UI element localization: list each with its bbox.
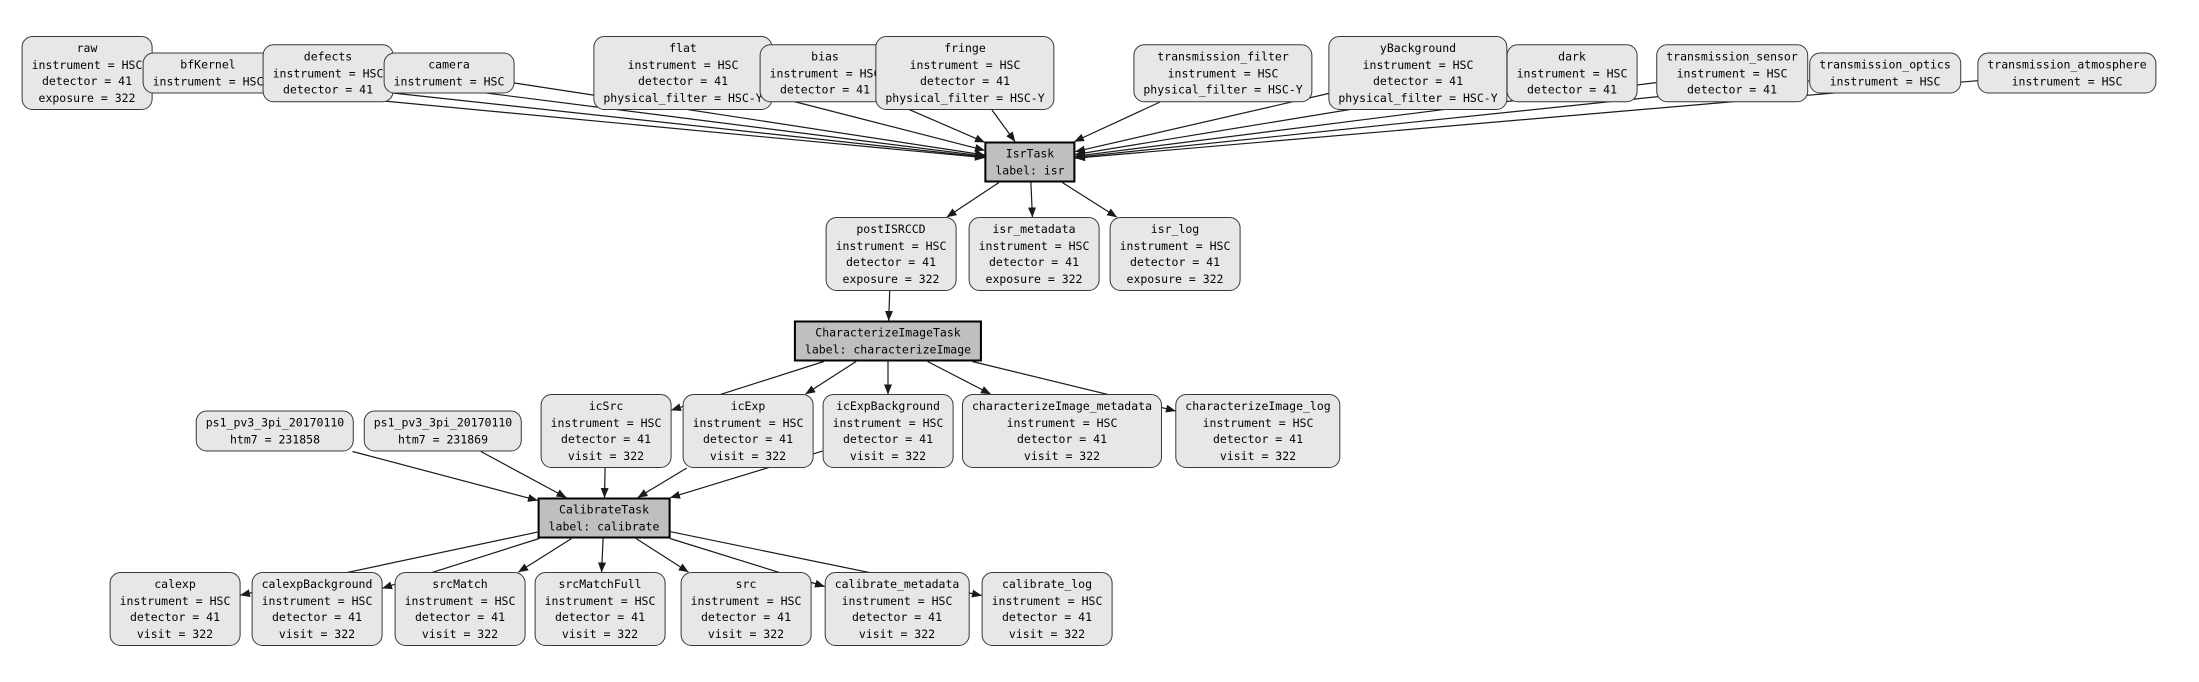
edge-CharacterizeImageTask-icExp (805, 360, 857, 395)
edge-icExp-CalibrateTask (637, 467, 688, 499)
node-raw: raw instrument = HSC detector = 41 expos… (21, 36, 153, 110)
node-camera: camera instrument = HSC (383, 52, 515, 94)
node-CalibrateTask: CalibrateTask label: calibrate (537, 497, 671, 539)
edge-CalibrateTask-srcMatchFull (598, 538, 607, 573)
edge-postISRCCD-CharacterizeImageTask (885, 290, 894, 321)
node-characterizeImage_metadata: characterizeImage_metadata instrument = … (961, 394, 1163, 468)
node-ps1_231858: ps1_pv3_3pi_20170110 htm7 = 231858 (195, 410, 355, 452)
node-icSrc: icSrc instrument = HSC detector = 41 vis… (540, 394, 672, 468)
node-transmission_atmosphere: transmission_atmosphere instrument = HSC (1977, 52, 2157, 94)
node-bias: bias instrument = HSC detector = 41 (759, 44, 891, 102)
node-IsrTask: IsrTask label: isr (984, 141, 1076, 183)
edge-CalibrateTask-src (635, 537, 689, 573)
node-yBackground: yBackground instrument = HSC detector = … (1328, 36, 1508, 110)
node-defects: defects instrument = HSC detector = 41 (262, 44, 394, 102)
edge-transmission_filter-IsrTask (1074, 101, 1161, 143)
node-calexpBackground: calexpBackground instrument = HSC detect… (251, 572, 383, 646)
node-srcMatch: srcMatch instrument = HSC detector = 41 … (394, 572, 526, 646)
node-isr_log: isr_log instrument = HSC detector = 41 e… (1109, 217, 1241, 291)
node-characterizeImage_log: characterizeImage_log instrument = HSC d… (1175, 394, 1341, 468)
edge-CharacterizeImageTask-characterizeImage_metadata (927, 360, 991, 395)
edge-CalibrateTask-srcMatch (518, 537, 572, 573)
edge-IsrTask-isr_log (1061, 181, 1118, 218)
node-ps1_231869: ps1_pv3_3pi_20170110 htm7 = 231869 (363, 410, 523, 452)
edge-fringe-IsrTask (991, 109, 1016, 142)
node-srcMatchFull: srcMatchFull instrument = HSC detector =… (534, 572, 666, 646)
node-transmission_sensor: transmission_sensor instrument = HSC det… (1656, 44, 1808, 102)
edge-yBackground-IsrTask (1075, 92, 1329, 154)
node-isr_metadata: isr_metadata instrument = HSC detector =… (968, 217, 1100, 291)
node-postISRCCD: postISRCCD instrument = HSC detector = 4… (825, 217, 957, 291)
edge-IsrTask-isr_metadata (1027, 182, 1036, 218)
node-flat: flat instrument = HSC detector = 41 phys… (593, 36, 773, 110)
node-icExp: icExp instrument = HSC detector = 41 vis… (682, 394, 814, 468)
edge-ps1_231858-CalibrateTask (352, 450, 538, 502)
node-transmission_optics: transmission_optics instrument = HSC (1809, 52, 1961, 94)
node-calexp: calexp instrument = HSC detector = 41 vi… (109, 572, 241, 646)
edge-IsrTask-postISRCCD (946, 181, 1000, 218)
node-fringe: fringe instrument = HSC detector = 41 ph… (875, 36, 1055, 110)
node-src: src instrument = HSC detector = 41 visit… (680, 572, 812, 646)
node-dark: dark instrument = HSC detector = 41 (1506, 44, 1638, 102)
node-CharacterizeImageTask: CharacterizeImageTask label: characteriz… (793, 320, 983, 362)
node-calibrate_log: calibrate_log instrument = HSC detector … (981, 572, 1113, 646)
node-icExpBackground: icExpBackground instrument = HSC detecto… (822, 394, 954, 468)
node-transmission_filter: transmission_filter instrument = HSC phy… (1133, 44, 1313, 102)
node-bfKernel: bfKernel instrument = HSC (142, 52, 274, 94)
edge-icSrc-CalibrateTask (600, 467, 609, 498)
node-calibrate_metadata: calibrate_metadata instrument = HSC dete… (824, 572, 970, 646)
